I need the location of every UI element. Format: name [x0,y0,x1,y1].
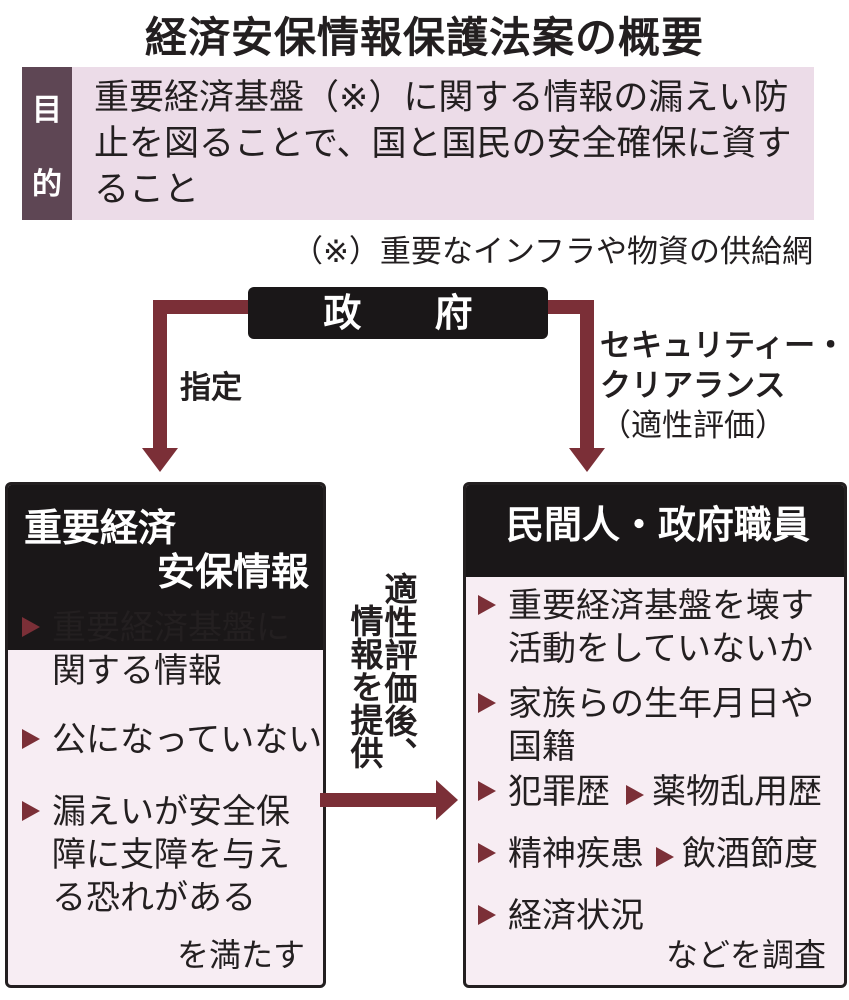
item-text: 飲酒節度 [682,834,818,874]
economic-security-info-box: 重要経済 安保情報 重要経済基盤に関する情報 公になっていない 漏えいが安全保障… [5,482,326,988]
middle-arrowhead-icon [436,780,458,820]
footnote: （※）重要なインフラや物資の供給網 [291,234,813,270]
item-text: 犯罪歴 [508,772,610,812]
box-footer: などを調査 [665,936,826,974]
list-item-pair: 犯罪歴 薬物乱用歴 [478,771,844,814]
triangle-bullet-icon [478,693,496,713]
triangle-bullet-icon [478,905,496,925]
purpose-label-char: 的 [32,166,62,202]
left-connector-vertical [153,300,167,450]
left-arrowhead-icon [142,448,178,472]
middle-arrow-label-2: 情報を提供 [345,604,384,769]
item-text: 重要経済基盤に関する情報 [52,608,290,691]
purpose-panel: 目 的 重要経済基盤（※）に関する情報の漏えい防止を図ることで、国と国民の安全確… [22,67,814,220]
box-footer: を満たす [176,936,305,974]
security-clearance-line: クリアランス [600,368,786,404]
box-title-line: 安保情報 [156,550,309,594]
left-connector-horizontal [153,300,253,314]
box-header: 重要経済 安保情報 [8,485,323,650]
private-and-government-staff-box: 民間人・政府職員 重要経済基盤を壊す活動をしていないか 家族らの生年月日や国籍 … [463,482,847,988]
list-item: 公になっていない [22,719,323,762]
purpose-label-char: 目 [32,92,62,128]
item-text: 漏えいが安全保障に支障を与える恐れがある [52,792,290,918]
item-text: 薬物乱用歴 [652,772,822,812]
triangle-bullet-icon [22,617,40,637]
government-box: 政 府 [248,287,548,339]
purpose-label: 目 的 [22,67,72,220]
middle-arrow-label-1: 適性評価後、 [379,572,418,770]
security-clearance-line: セキュリティー・ [600,328,847,364]
right-arrowhead-icon [569,448,605,472]
triangle-bullet-icon [626,785,644,805]
purpose-text: 重要経済基盤（※）に関する情報の漏えい防止を図ることで、国と国民の安全確保に資す… [94,78,792,210]
item-text: 家族らの生年月日や国籍 [508,684,814,767]
list-item: 重要経済基盤を壊す活動をしていないか [478,585,838,671]
triangle-bullet-icon [22,801,40,821]
page-title: 経済安保情報保護法案の概要 [144,13,704,62]
box-header: 民間人・政府職員 [466,485,844,577]
item-text: 公になっていない [52,720,323,760]
triangle-bullet-icon [478,595,496,615]
triangle-bullet-icon [656,847,674,867]
triangle-bullet-icon [478,843,496,863]
item-text: 重要経済基盤を壊す活動をしていないか [508,586,814,669]
list-item: 漏えいが安全保障に支障を与える恐れがある [22,791,312,920]
item-text: 精神疾患 [508,834,644,874]
list-item: 経済状況 [478,895,838,938]
list-item: 家族らの生年月日や国籍 [478,683,838,769]
list-item: 重要経済基盤に関する情報 [22,607,312,693]
right-connector-vertical [580,300,594,450]
triangle-bullet-icon [478,781,496,801]
middle-arrow-shaft [320,793,438,807]
designation-label: 指定 [180,370,242,406]
security-clearance-label: セキュリティー・ クリアランス （適性評価） [600,326,846,446]
triangle-bullet-icon [22,729,40,749]
security-clearance-line: （適性評価） [600,408,786,444]
box-title-line: 重要経済 [24,506,177,550]
item-text: 経済状況 [508,896,644,936]
list-item-pair: 精神疾患飲酒節度 [478,833,844,876]
